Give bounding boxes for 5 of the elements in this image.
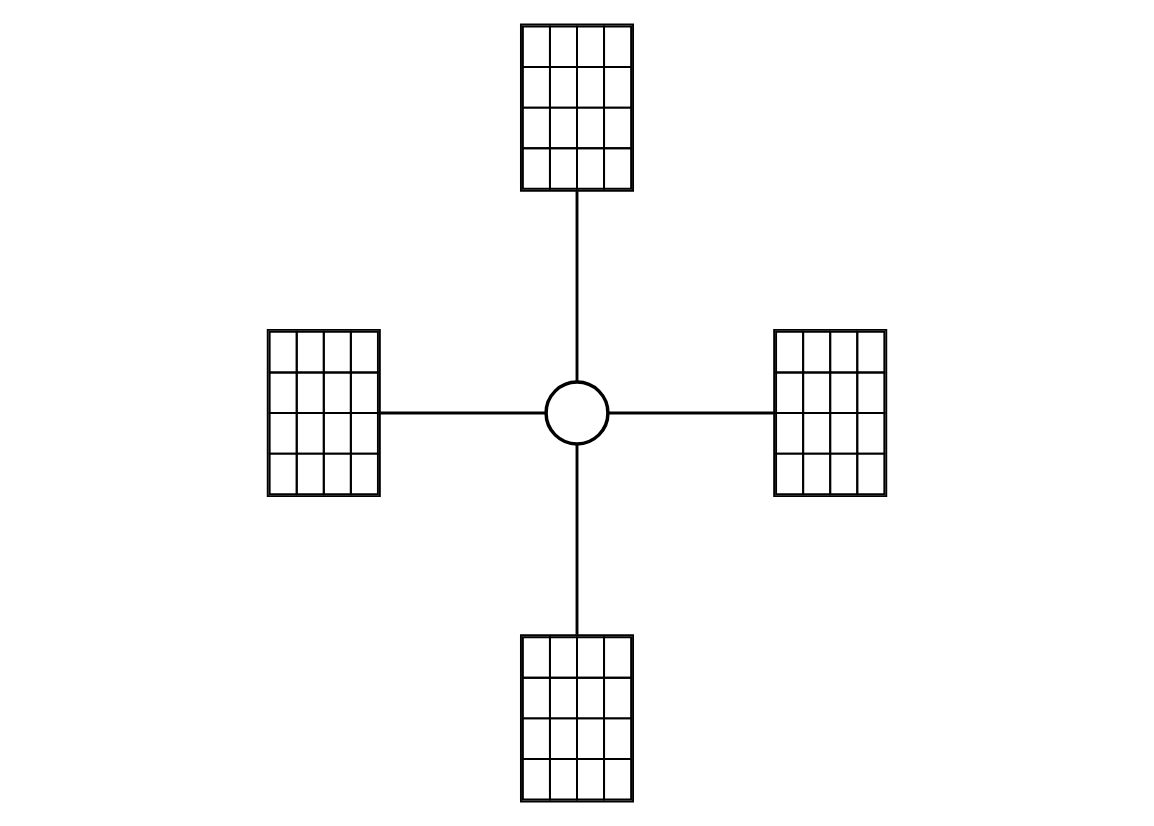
- connector: [380, 411, 546, 415]
- connector: [575, 191, 579, 382]
- connector: [608, 411, 774, 415]
- node-circle: [544, 380, 610, 446]
- connector: [575, 444, 579, 635]
